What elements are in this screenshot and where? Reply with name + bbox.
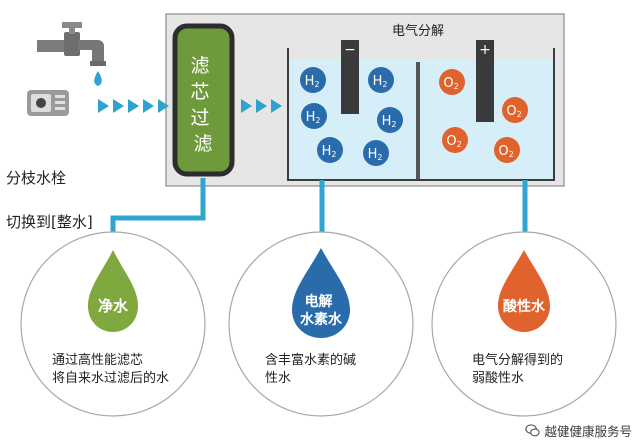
side-note-line1: 分枝水栓 <box>6 169 67 187</box>
side-note-line2: 切换到[整水] <box>6 213 93 231</box>
h2-molecule: H2 <box>377 107 403 133</box>
tank-divider <box>416 62 420 180</box>
flow-arrows-filter-out <box>241 99 282 113</box>
hydrogen-water-caption: 含丰富水素的碱 性水 <box>265 353 357 386</box>
tank-walls <box>287 48 555 181</box>
filter-cartridge <box>172 23 235 177</box>
pure-water-label: 净水 <box>98 297 129 315</box>
o2-molecule: O2 <box>439 69 465 95</box>
watermark-text: 越健健康服务号 <box>544 424 632 439</box>
h2-molecule: H2 <box>300 67 326 93</box>
h2-molecule: H2 <box>368 67 394 93</box>
wechat-icon <box>525 424 541 437</box>
cathode <box>341 40 359 114</box>
purifier-device-icon <box>27 90 69 116</box>
hydrogen-water-drop <box>292 248 350 338</box>
pipe-pure-water <box>110 178 206 240</box>
cathode-sign: − <box>344 42 356 58</box>
anode <box>476 40 494 122</box>
electrolysis-title: 电气分解 <box>392 23 444 39</box>
acidic-water-drop <box>498 250 550 332</box>
h2-molecule: H2 <box>301 103 327 129</box>
faucet-icon <box>37 22 106 86</box>
o2-molecule: O2 <box>494 137 520 163</box>
o2-molecule: O2 <box>502 97 528 123</box>
hydrogen-water-label: 电解 水素水 <box>300 293 343 328</box>
side-note: 分枝水栓 切换到[整水] <box>6 145 93 255</box>
h2-molecule: H2 <box>317 137 343 163</box>
flow-arrows-inlet <box>98 99 169 113</box>
o2-molecule: O2 <box>442 127 468 153</box>
anode-sign: + <box>479 42 491 58</box>
acidic-water-caption: 电气分解得到的 弱酸性水 <box>472 353 564 386</box>
h2-molecule: H2 <box>363 140 389 166</box>
acidic-water-label: 酸性水 <box>503 298 546 315</box>
filter-label: 滤 芯 过 滤 <box>190 55 215 155</box>
pure-water-drop <box>88 250 138 332</box>
watermark: 越健健康服务号 <box>525 421 632 440</box>
pure-water-caption: 通过高性能滤芯 将自来水过滤后的水 <box>52 353 170 386</box>
